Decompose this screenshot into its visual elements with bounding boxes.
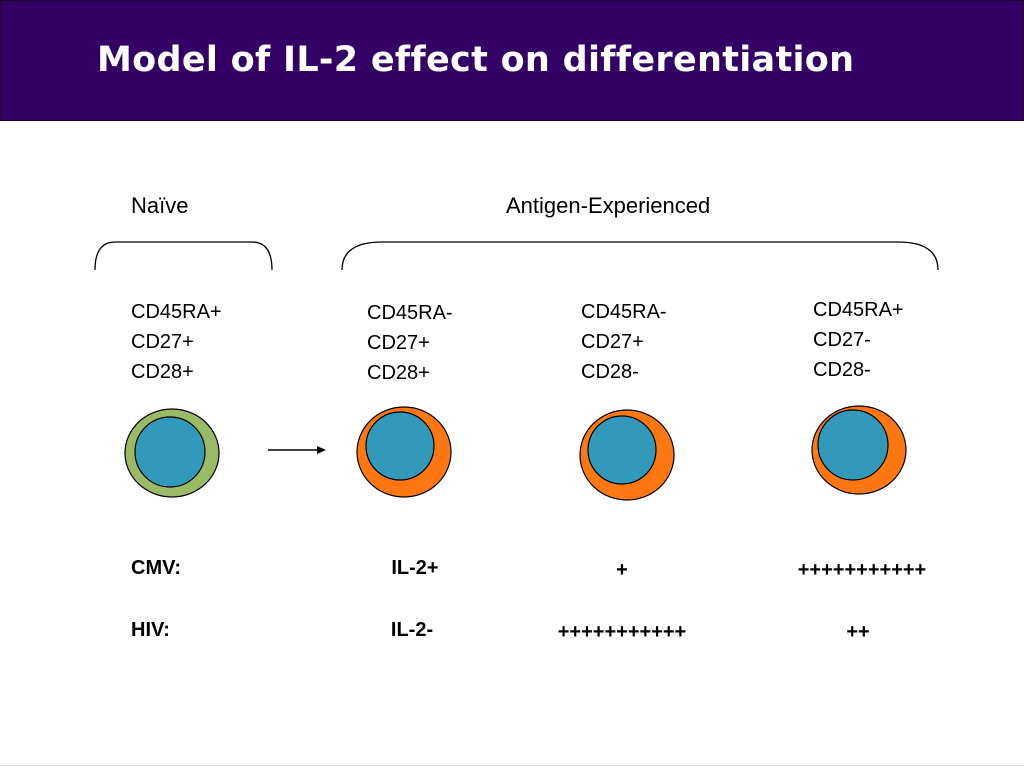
cell-nucleus [365, 411, 435, 481]
antigen-experienced-bracket [341, 241, 939, 271]
marker-cd27: CD27- [813, 329, 871, 351]
cell-nucleus [134, 416, 206, 488]
cmv-value-1: IL-2+ [391, 557, 439, 579]
hiv-value-1: IL-2- [390, 619, 434, 641]
phenotype-experienced-1: CD45RA- CD27+ CD28+ [367, 298, 453, 388]
phenotype-experienced-3: CD45RA+ CD27- CD28- [813, 295, 904, 385]
title-bar [0, 0, 1024, 121]
experienced-cell-3 [811, 405, 907, 495]
cell-nucleus [587, 415, 657, 485]
arrow-head [317, 446, 326, 454]
cmv-value-3: +++++++++++ [797, 559, 927, 581]
marker-cd28: CD28+ [131, 361, 194, 383]
hiv-value-3: ++ [846, 621, 870, 643]
marker-cd28: CD28- [813, 359, 871, 381]
row-label-hiv: HIV: [131, 619, 170, 641]
cmv-value-2: + [616, 559, 628, 581]
group-label-antigen-experienced: Antigen-Experienced [506, 193, 711, 218]
marker-cd28: CD28- [581, 361, 639, 383]
marker-cd28: CD28+ [367, 362, 430, 384]
experienced-cell-2 [579, 409, 675, 501]
bottom-divider [0, 765, 1024, 766]
group-label-naive: Naïve [131, 193, 189, 218]
marker-cd27: CD27+ [131, 331, 194, 353]
marker-cd45ra: CD45RA+ [131, 301, 222, 323]
row-label-cmv: CMV: [131, 557, 181, 579]
marker-cd45ra: CD45RA- [581, 301, 667, 323]
naive-cell [124, 408, 220, 498]
cell-nucleus [817, 409, 889, 481]
marker-cd45ra: CD45RA+ [813, 299, 904, 321]
phenotype-naive: CD45RA+ CD27+ CD28+ [131, 297, 222, 387]
naive-bracket [94, 241, 273, 271]
phenotype-experienced-2: CD45RA- CD27+ CD28- [581, 297, 667, 387]
marker-cd27: CD27+ [581, 331, 644, 353]
experienced-cell-1 [356, 406, 452, 498]
marker-cd27: CD27+ [367, 332, 430, 354]
page-title: Model of IL-2 effect on differentiation [97, 40, 855, 80]
hiv-value-2: +++++++++++ [557, 621, 687, 643]
marker-cd45ra: CD45RA- [367, 302, 453, 324]
